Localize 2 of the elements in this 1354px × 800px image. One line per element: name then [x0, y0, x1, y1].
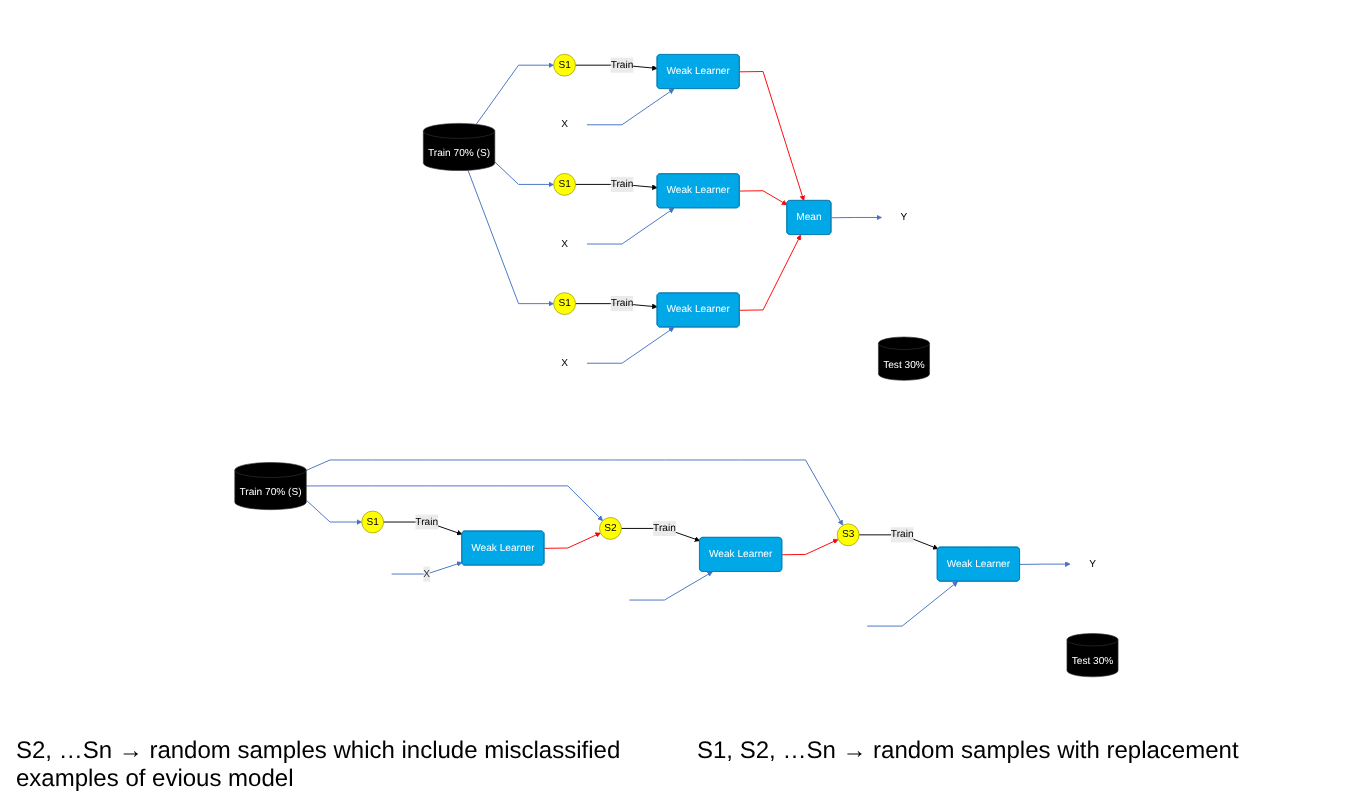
caption-note: S2, …Sn → random samples which include misclassified examples of evious model [16, 736, 623, 792]
caption-note: S1, S2, …Sn → random samples with replacement [697, 736, 1241, 768]
